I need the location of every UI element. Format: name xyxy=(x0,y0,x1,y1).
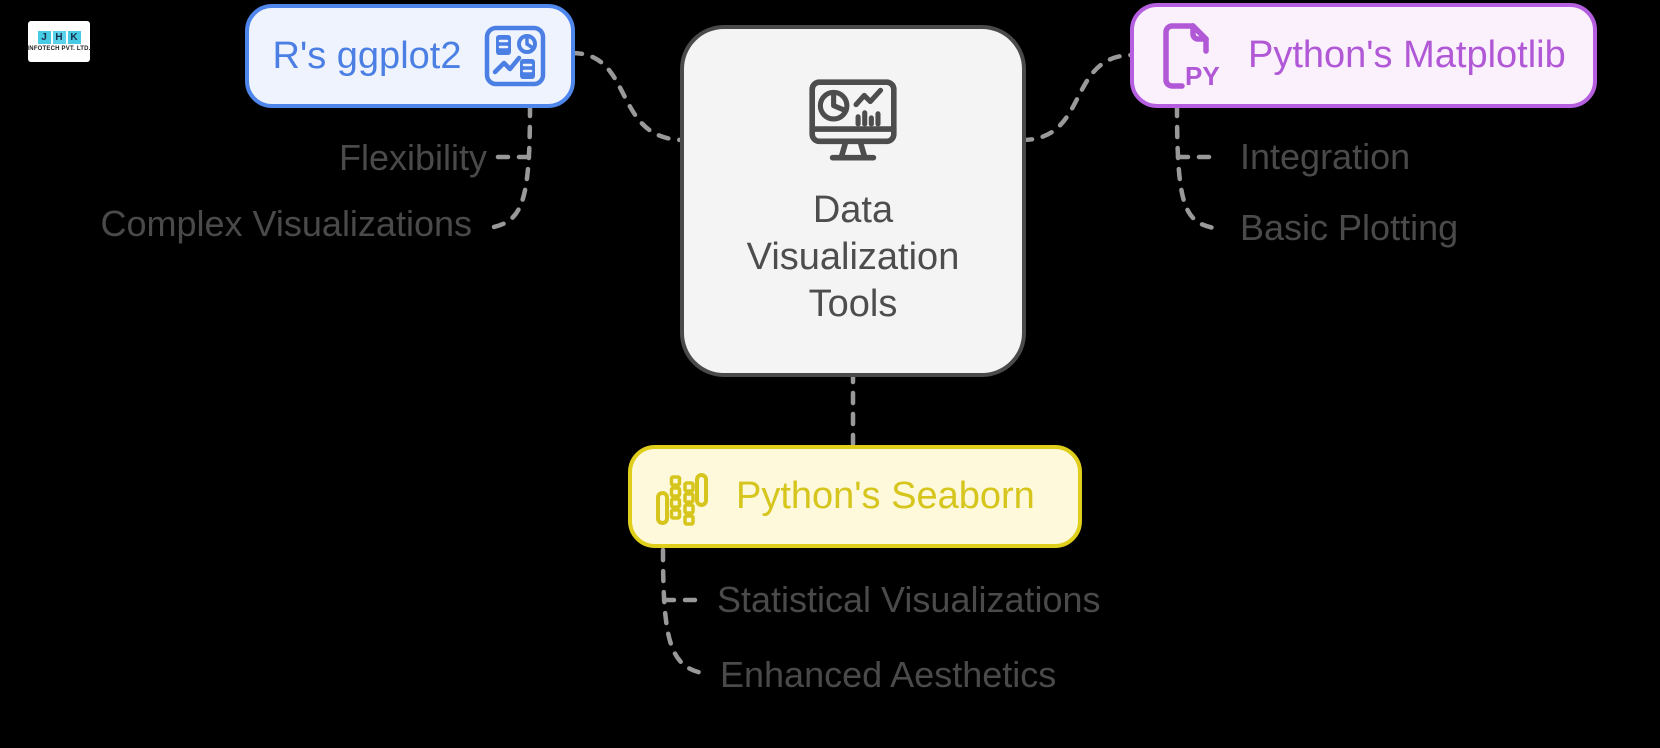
company-logo: J H K INFOTECH PVT. LTD. xyxy=(27,21,91,62)
matplotlib-node-label: Python's Matplotlib xyxy=(1248,34,1566,76)
logo-letter: K xyxy=(70,32,78,43)
center-title-line-1: Data xyxy=(812,189,894,231)
logo-letter-box: J xyxy=(37,31,51,44)
logo-letter-box: H xyxy=(52,31,66,44)
feature-label-enhanced-aesthetics: Enhanced Aesthetics xyxy=(720,654,1057,695)
center-node-title: Data Visualization Tools xyxy=(747,187,960,328)
connector-matplotlib-branch xyxy=(1174,103,1217,231)
feature-label-basic-plotting: Basic Plotting xyxy=(1240,207,1459,248)
logo-letter: H xyxy=(55,32,63,43)
boxplot-bars-icon xyxy=(654,466,710,528)
monitor-analytics-icon xyxy=(802,73,904,175)
connector-center-to-matplotlib xyxy=(1019,52,1136,143)
python-file-icon: PY xyxy=(1154,19,1224,93)
node-matplotlib: PY Python's Matplotlib xyxy=(1130,3,1597,108)
feature-label-flexibility: Flexibility xyxy=(338,137,487,178)
connector-seaborn-branch xyxy=(660,547,705,676)
center-title-line-3: Tools xyxy=(808,283,898,325)
node-data-visualization-tools: Data Visualization Tools xyxy=(680,25,1026,377)
logo-letters: J H K xyxy=(37,31,81,44)
connector-ggplot-to-center xyxy=(569,50,687,143)
feature-label-complex-visualizations: Complex Visualizations xyxy=(100,203,472,244)
feature-label-statistical-visualizations: Statistical Visualizations xyxy=(717,579,1101,620)
node-ggplot2: R's ggplot2 xyxy=(245,4,575,108)
logo-letter-box: K xyxy=(67,31,81,44)
logo-subtitle: INFOTECH PVT. LTD. xyxy=(27,46,91,52)
center-title-line-2: Visualization xyxy=(746,236,960,278)
seaborn-node-label: Python's Seaborn xyxy=(736,475,1035,517)
logo-letter: J xyxy=(41,32,47,43)
ggplot2-node-label: R's ggplot2 xyxy=(272,34,462,77)
node-seaborn: Python's Seaborn xyxy=(628,445,1082,548)
py-file-label: PY xyxy=(1185,61,1220,91)
chart-dashboard-icon xyxy=(483,24,547,88)
feature-label-integration: Integration xyxy=(1240,136,1411,177)
connector-ggplot-branch xyxy=(486,103,533,231)
